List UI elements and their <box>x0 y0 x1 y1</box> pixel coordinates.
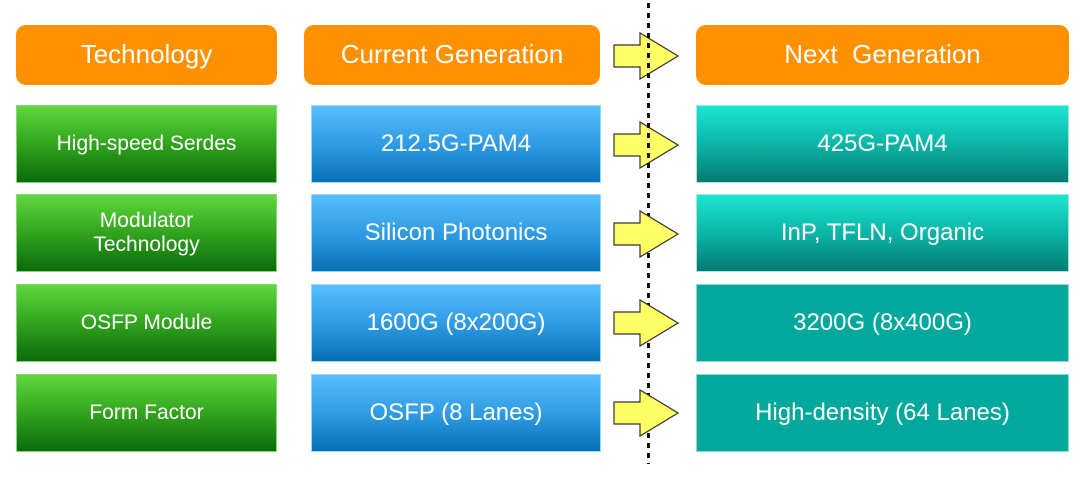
technology-cell: High-speed Serdes <box>16 105 277 183</box>
right-arrow-icon <box>613 209 680 259</box>
header-technology-label: Technology <box>80 39 213 70</box>
header-current-generation-label: Current Generation <box>340 39 564 70</box>
header-technology: Technology <box>16 25 277 85</box>
current-generation-label: 212.5G-PAM4 <box>380 130 532 158</box>
technology-label: High-speed Serdes <box>56 131 237 155</box>
next-generation-label: 3200G (8x400G) <box>793 309 972 337</box>
current-generation-label: Silicon Photonics <box>364 219 548 247</box>
technology-label: OSFP Module <box>80 310 213 334</box>
next-generation-label: InP, TFLN, Organic <box>780 219 985 247</box>
right-arrow-icon <box>613 388 680 438</box>
header-next-generation: Next Generation <box>696 25 1069 85</box>
technology-cell: Form Factor <box>16 374 277 452</box>
next-generation-cell: High-density (64 Lanes) <box>696 374 1069 452</box>
right-arrow-icon <box>613 298 680 348</box>
next-generation-cell: 425G-PAM4 <box>696 105 1069 183</box>
technology-label: Modulator Technology <box>93 208 200 256</box>
header-current-generation: Current Generation <box>304 25 600 85</box>
technology-label: Form Factor <box>89 400 204 424</box>
technology-cell: Modulator Technology <box>16 194 277 272</box>
next-generation-label: High-density (64 Lanes) <box>755 399 1010 427</box>
current-generation-cell: 1600G (8x200G) <box>311 284 601 362</box>
next-generation-label: 425G-PAM4 <box>817 130 948 158</box>
current-generation-label: OSFP (8 Lanes) <box>369 399 543 427</box>
right-arrow-icon <box>613 120 680 170</box>
current-generation-cell: 212.5G-PAM4 <box>311 105 601 183</box>
current-generation-label: 1600G (8x200G) <box>366 309 546 337</box>
header-next-generation-label: Next Generation <box>784 39 981 70</box>
next-generation-cell: 3200G (8x400G) <box>696 284 1069 362</box>
current-generation-cell: OSFP (8 Lanes) <box>311 374 601 452</box>
right-arrow-icon <box>613 31 680 81</box>
technology-cell: OSFP Module <box>16 284 277 362</box>
next-generation-cell: InP, TFLN, Organic <box>696 194 1069 272</box>
current-generation-cell: Silicon Photonics <box>311 194 601 272</box>
